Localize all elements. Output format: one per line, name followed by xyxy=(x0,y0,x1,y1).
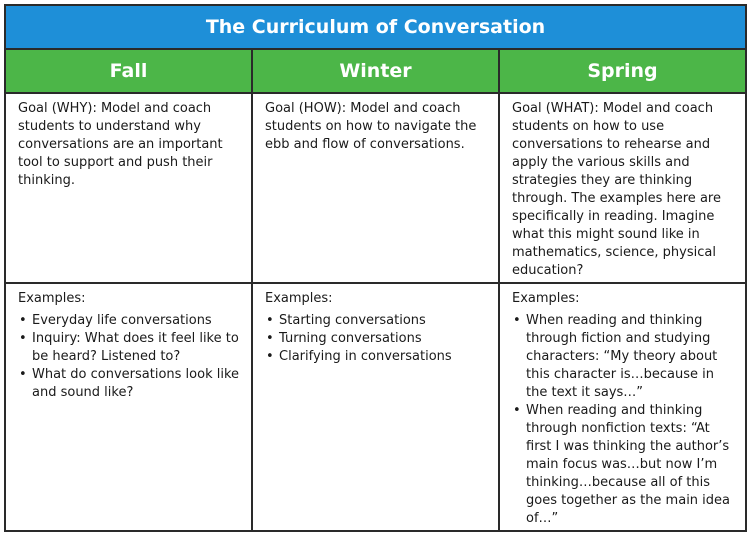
list-item: When reading and thinking through fictio… xyxy=(513,312,737,402)
examples-cell-spring: Examples: When reading and thinking thro… xyxy=(500,284,745,530)
list-item: Turning conversations xyxy=(266,330,490,348)
season-header-spring: Spring xyxy=(587,60,658,82)
curriculum-table: The Curriculum of Conversation Fall Wint… xyxy=(4,4,747,532)
season-header-fall: Fall xyxy=(6,50,253,92)
list-item: Everyday life conversations xyxy=(19,312,243,330)
list-item: What do conversations look like and soun… xyxy=(19,366,243,402)
season-header-row: Fall Winter Spring xyxy=(6,50,745,94)
goal-cell-fall: Goal (WHY): Model and coach students to … xyxy=(6,94,253,282)
examples-cell-winter: Examples: Starting conversations Turning… xyxy=(253,284,500,530)
examples-label: Examples: xyxy=(512,291,580,306)
goal-row: Goal (WHY): Model and coach students to … xyxy=(6,94,745,284)
goal-cell-winter: Goal (HOW): Model and coach students on … xyxy=(253,94,500,282)
examples-list: When reading and thinking through fictio… xyxy=(512,312,737,528)
examples-list: Starting conversations Turning conversat… xyxy=(265,312,490,366)
season-header-winter: Winter xyxy=(253,50,500,92)
examples-label: Examples: xyxy=(265,291,333,306)
table-title: The Curriculum of Conversation xyxy=(6,6,745,50)
examples-row: Examples: Everyday life conversations In… xyxy=(6,284,745,530)
list-item: Starting conversations xyxy=(266,312,490,330)
goal-cell-spring: Goal (WHAT): Model and coach students on… xyxy=(512,101,721,278)
examples-list: Everyday life conversations Inquiry: Wha… xyxy=(18,312,243,402)
list-item: Clarifying in conversations xyxy=(266,348,490,366)
list-item: Inquiry: What does it feel like to be he… xyxy=(19,330,243,366)
list-item: When reading and thinking through nonfic… xyxy=(513,402,737,528)
examples-cell-fall: Examples: Everyday life conversations In… xyxy=(6,284,253,530)
examples-label: Examples: xyxy=(18,291,86,306)
